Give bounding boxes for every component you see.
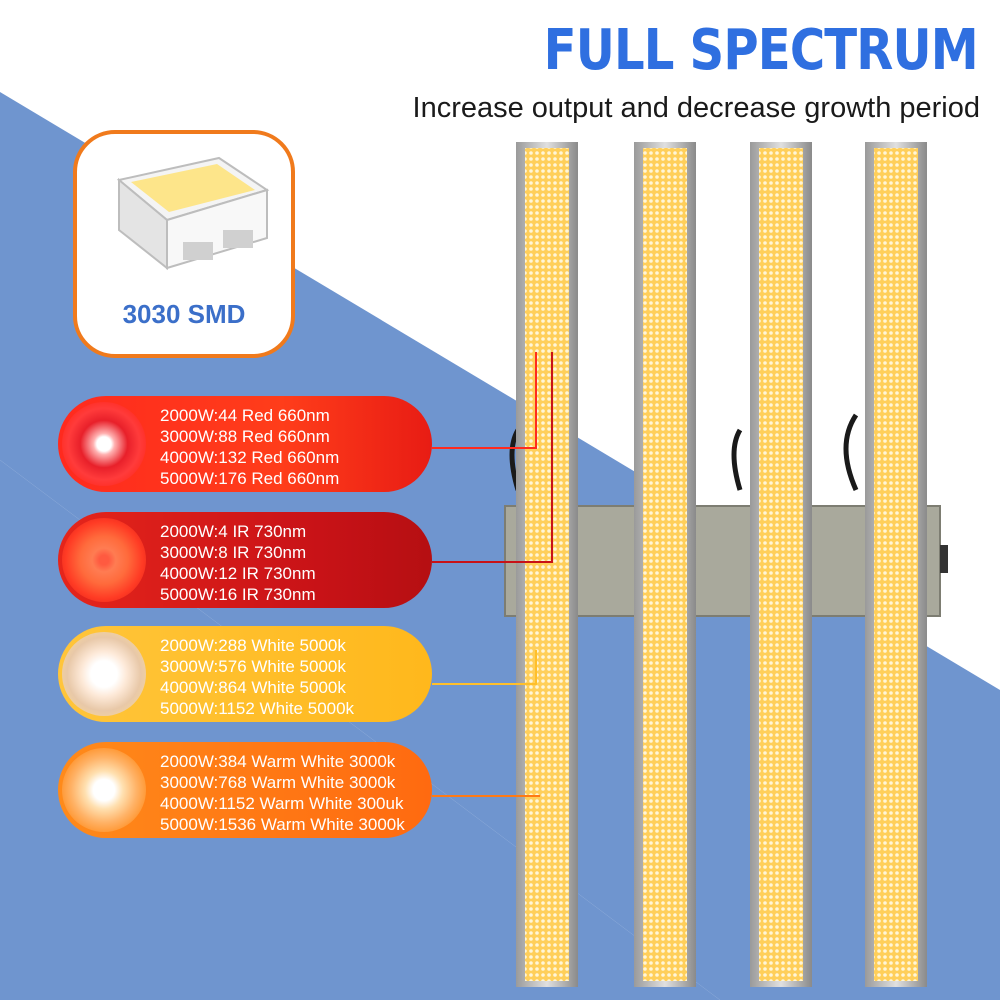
spec-line: 2000W:384 Warm White 3000k — [160, 752, 396, 771]
spec-line: 5000W:16 IR 730nm — [160, 585, 316, 604]
spec-line: 5000W:1536 Warm White 3000k — [160, 815, 405, 834]
light-bar-1 — [516, 142, 578, 987]
spec-line: 2000W:44 Red 660nm — [160, 406, 330, 425]
spec-line: 2000W:288 White 5000k — [160, 636, 346, 655]
red-led-icon — [62, 402, 146, 486]
spec-line: 4000W:1152 Warm White 300uk — [160, 794, 404, 813]
ir-led-icon — [62, 518, 146, 602]
callout-line-ir — [432, 352, 553, 563]
spec-line: 2000W:4 IR 730nm — [160, 522, 307, 541]
light-bar-4 — [865, 142, 927, 987]
light-bar-3 — [750, 142, 812, 987]
callout-line-red — [432, 352, 537, 449]
smd-chip-card: 3030 SMD — [73, 130, 295, 358]
spectrum-pill-warm-white: 2000W:384 Warm White 3000k 3000W:768 War… — [58, 742, 432, 838]
spectrum-pill-ir: 2000W:4 IR 730nm 3000W:8 IR 730nm 4000W:… — [58, 512, 432, 608]
spec-line: 5000W:176 Red 660nm — [160, 469, 340, 488]
spec-line: 5000W:1152 White 5000k — [160, 699, 355, 718]
callout-line-white — [432, 650, 537, 685]
smd-label: 3030 SMD — [122, 299, 246, 329]
page-subtitle: Increase output and decrease growth peri… — [412, 92, 980, 124]
page-title: FULL SPECTRUM — [543, 18, 979, 83]
spec-line: 4000W:864 White 5000k — [160, 678, 346, 697]
warm-white-led-icon — [62, 748, 146, 832]
spec-line: 3000W:8 IR 730nm — [160, 543, 307, 562]
spec-line: 3000W:576 White 5000k — [160, 657, 346, 676]
spec-line: 3000W:768 Warm White 3000k — [160, 773, 396, 792]
smd-chip-icon — [116, 156, 270, 271]
light-bar-2 — [634, 142, 696, 987]
spectrum-pill-red: 2000W:44 Red 660nm 3000W:88 Red 660nm 40… — [58, 396, 432, 492]
spec-line: 3000W:88 Red 660nm — [160, 427, 330, 446]
white-led-icon — [62, 632, 146, 716]
spec-line: 4000W:132 Red 660nm — [160, 448, 340, 467]
spectrum-pill-white: 2000W:288 White 5000k 3000W:576 White 50… — [58, 626, 432, 722]
spec-line: 4000W:12 IR 730nm — [160, 564, 316, 583]
